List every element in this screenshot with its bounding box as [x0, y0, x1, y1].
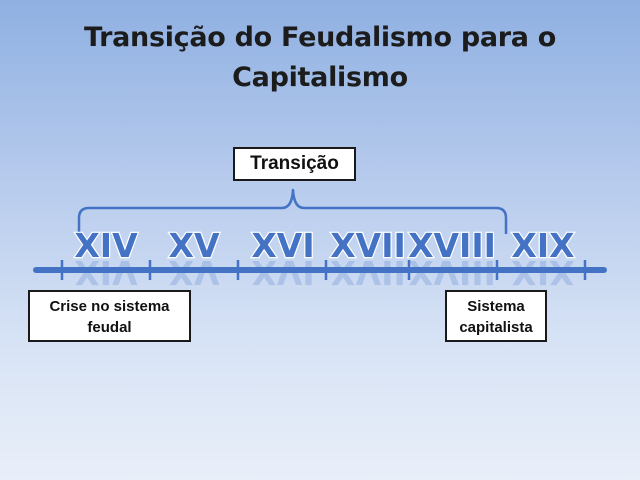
century-label-xvii: XVII: [330, 226, 406, 265]
century-label-xviii: XVIII: [408, 226, 496, 265]
century-labels: XIV XV XVI XVII XVIII XIX: [73, 225, 576, 266]
title-line-2: Capitalismo: [232, 62, 408, 93]
transition-label: Transição: [250, 153, 339, 174]
end-label-box: Sistema capitalista: [445, 290, 547, 342]
century-label-xiv: XIV: [74, 226, 138, 265]
start-label-box: Crise no sistema feudal: [28, 290, 191, 342]
slide-title: Transição do Feudalismo para o Capitalis…: [40, 18, 600, 98]
transition-brace: [77, 188, 508, 234]
timeline-ticks: [60, 260, 587, 280]
end-label-line-2: capitalista: [459, 319, 533, 336]
century-label-xix: XIX: [511, 226, 574, 265]
century-label-xv: XV: [169, 226, 220, 265]
title-line-1: Transição do Feudalismo para o: [83, 22, 557, 53]
start-label-line-1: Crise no sistema: [49, 298, 170, 315]
century-label-xvi: XVI: [251, 226, 314, 265]
start-label-line-2: feudal: [87, 319, 132, 336]
end-label-line-1: Sistema: [467, 298, 525, 315]
transition-label-box: Transição: [233, 147, 356, 181]
